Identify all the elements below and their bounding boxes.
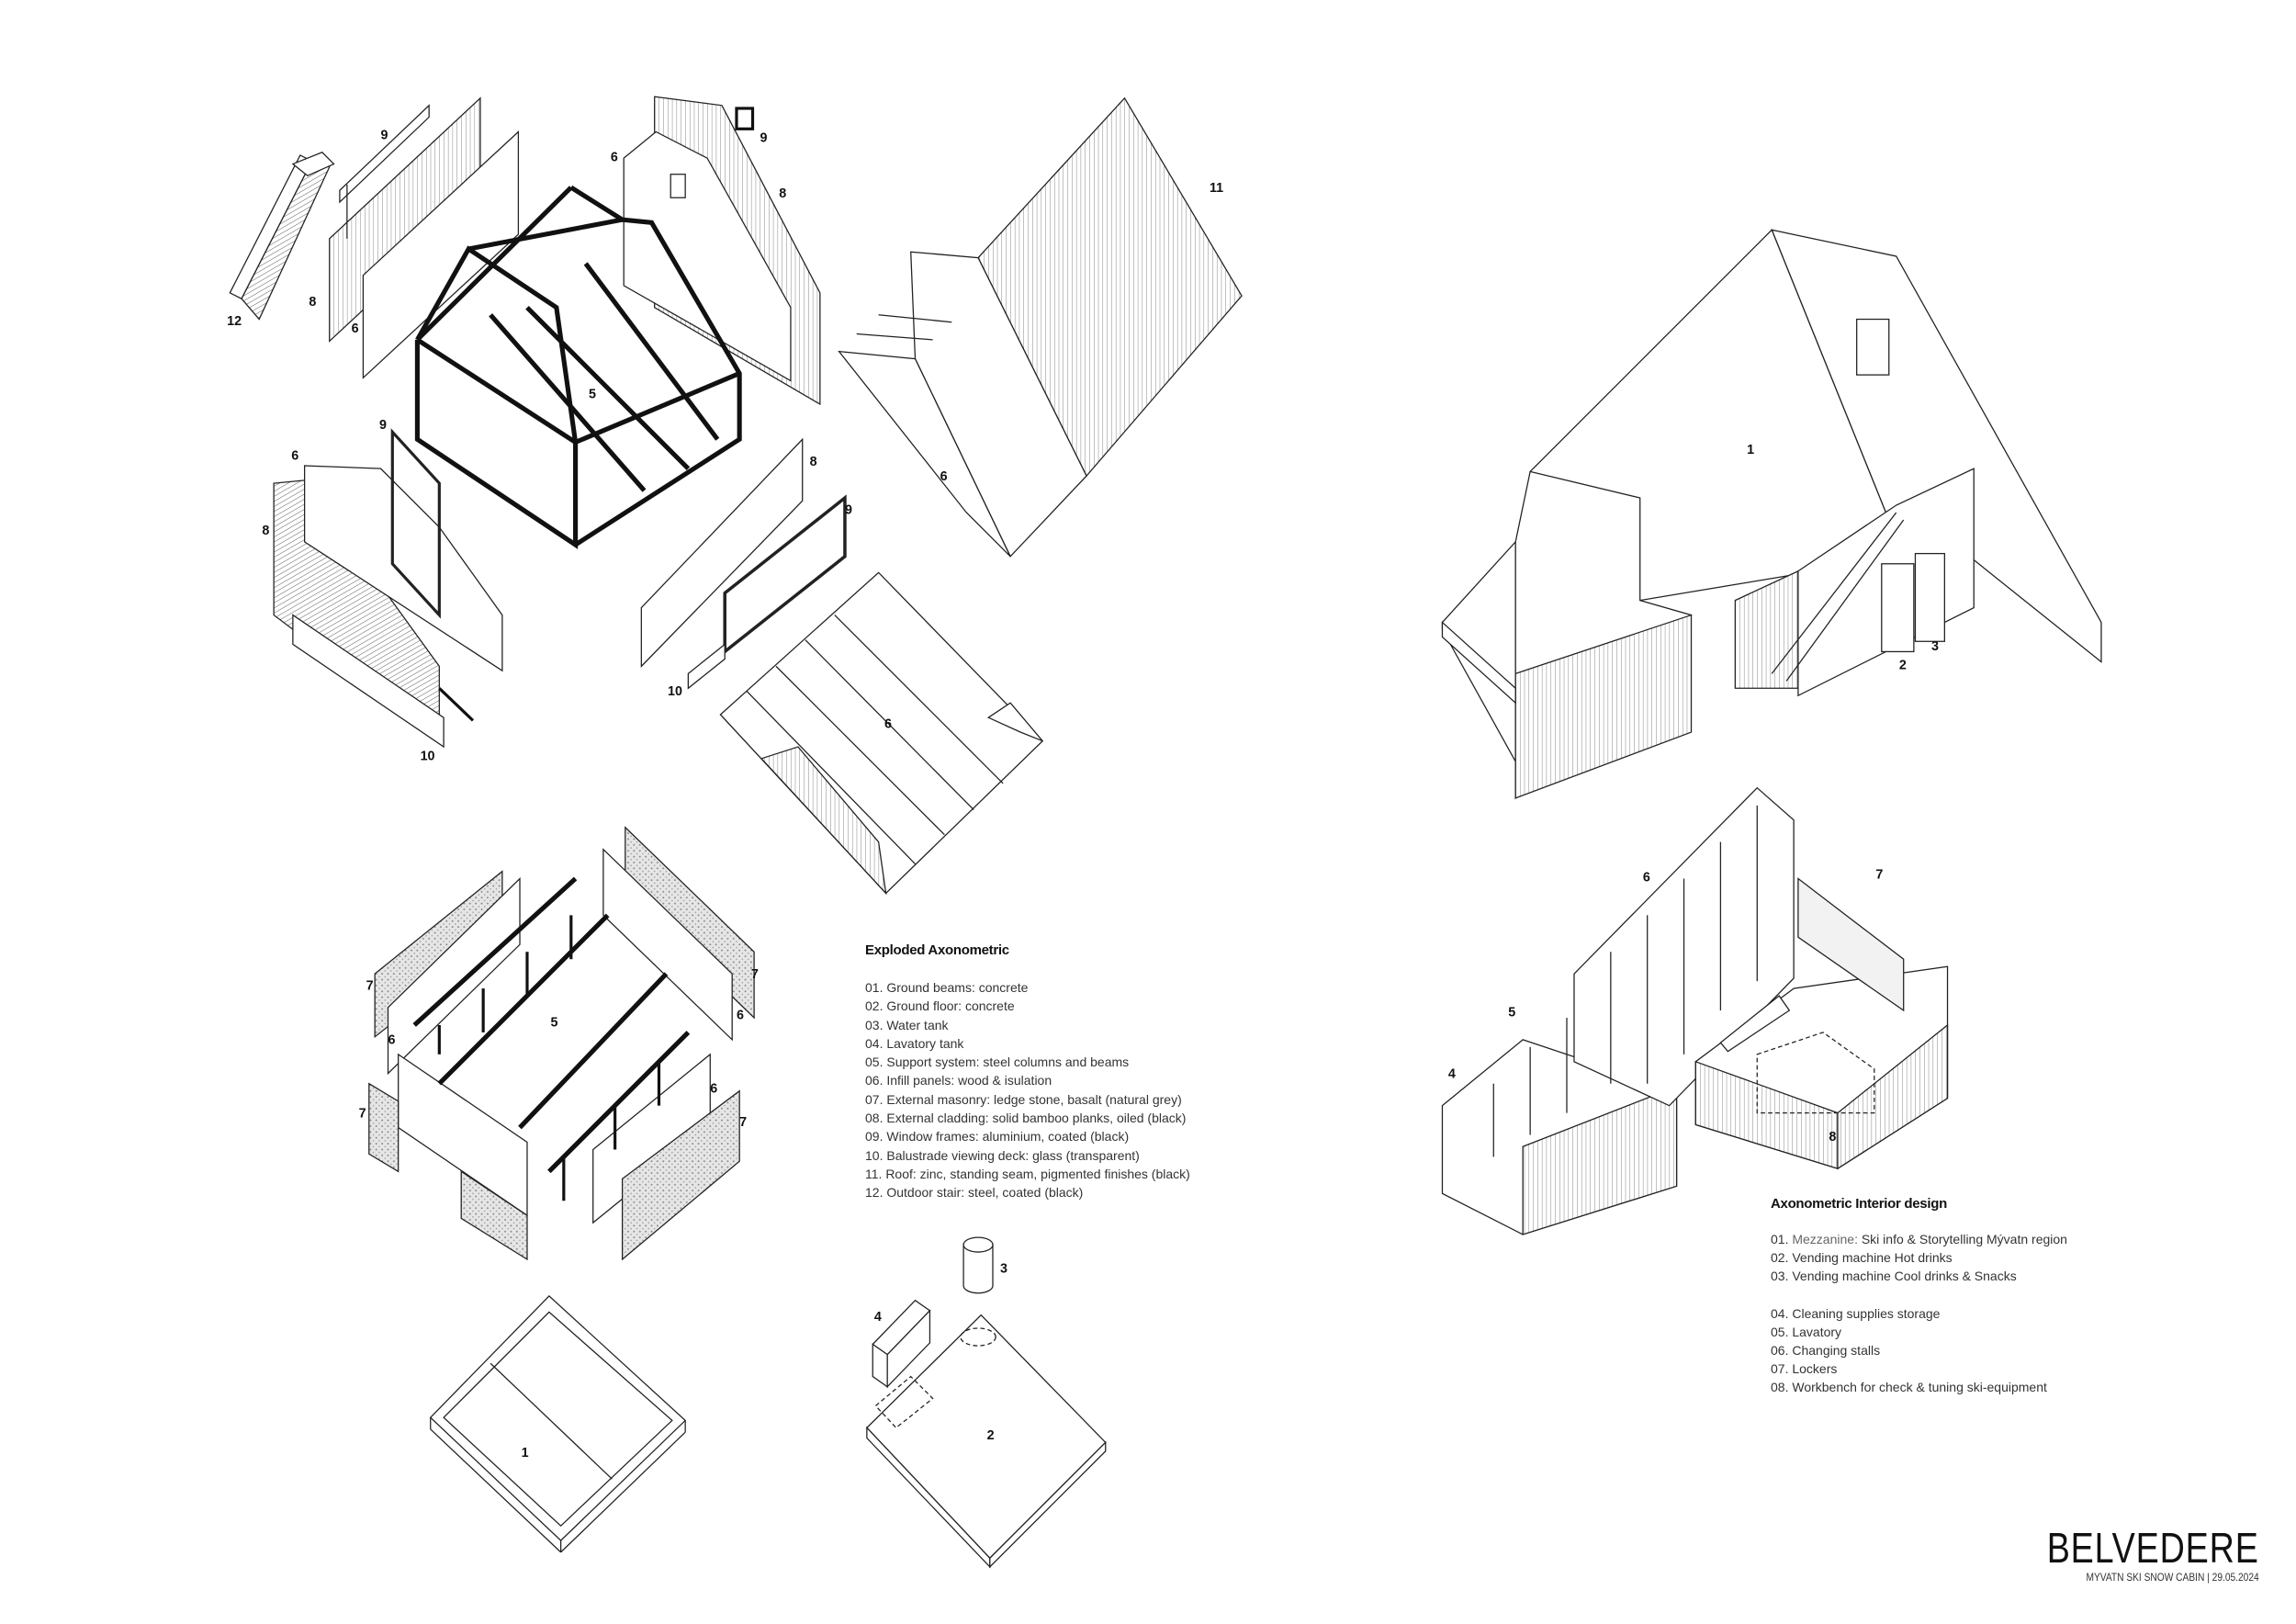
legend-item: 03. Water tank (865, 1017, 949, 1032)
legend-item: 02. Ground floor: concrete (865, 998, 1015, 1014)
callout: 6 (352, 321, 359, 336)
legend-title: Exploded Axonometric (865, 942, 1009, 958)
callout: 6 (1643, 871, 1650, 885)
infill-gable (623, 130, 792, 382)
item-number: 03. (1771, 1269, 1789, 1284)
roof (838, 96, 1243, 558)
legend-item: 04. Cleaning supplies storage (1771, 1305, 1941, 1321)
callout: 11 (1210, 181, 1223, 196)
floor-infill (719, 571, 1044, 896)
legend-item: 01. Mezzanine: Ski info & Storytelling M… (1771, 1230, 2067, 1248)
exploded-upper-assembly (229, 96, 1243, 896)
ground-beams (429, 1295, 687, 1553)
legend-title: Axonometric Interior design (1771, 1196, 1947, 1212)
callout: 6 (884, 716, 892, 731)
exploded-callouts: 9 8 6 12 6 9 8 5 9 6 8 10 8 9 10 11 6 6 … (227, 128, 1223, 1460)
callout: 6 (710, 1081, 717, 1096)
item-label: Ski info & Storytelling Mývatn region (1857, 1232, 2067, 1246)
callout: 8 (810, 455, 817, 469)
callout: 2 (987, 1428, 995, 1443)
callout: 7 (359, 1106, 366, 1121)
callout: 8 (262, 524, 269, 538)
steel-columns (412, 876, 691, 1201)
steel-frame (414, 185, 742, 549)
callout: 1 (522, 1446, 529, 1460)
title-block: BELVEDERE MYVATN SKI SNOW CABIN | 29.05.… (2000, 1527, 2259, 1584)
callout: 8 (1829, 1130, 1836, 1145)
interior-ground-floor (1441, 786, 1949, 1235)
exploded-axonometric-legend: Exploded Axonometric 01. Ground beams: c… (865, 942, 1190, 1202)
callout: 2 (1899, 659, 1907, 673)
callout: 7 (751, 967, 759, 982)
callout: 5 (1508, 1005, 1515, 1020)
legend-item: 07. External masonry: ledge stone, basal… (865, 1091, 1182, 1107)
gable-window (670, 174, 686, 198)
callout: 6 (291, 449, 298, 464)
window-frames-right (723, 494, 847, 656)
legend-item: 07. Lockers (1771, 1361, 1838, 1377)
callout: 10 (668, 684, 682, 699)
callout: 5 (589, 388, 596, 402)
legend-item: 03. Vending machine Cool drinks & Snacks (1771, 1267, 2067, 1285)
legend-item: 08. Workbench for check & tuning ski-equ… (1771, 1380, 2047, 1395)
outdoor-stair (229, 152, 335, 321)
legend-item: 12. Outdoor stair: steel, coated (black) (865, 1185, 1084, 1201)
callout: 1 (1747, 443, 1754, 457)
legend-item: 01. Ground beams: concrete (865, 980, 1029, 995)
callout: 8 (779, 186, 786, 201)
exploded-lower-assembly (368, 826, 1107, 1569)
balustrade-right (687, 643, 726, 690)
callout: 9 (379, 418, 387, 433)
ground-floor-slab (865, 1314, 1107, 1569)
item-number: 02. (1771, 1250, 1789, 1266)
infill-panel-right (640, 437, 804, 668)
callout: 5 (550, 1016, 557, 1031)
callout: 6 (388, 1033, 396, 1048)
item-label: Vending machine Cool drinks & Snacks (1788, 1269, 2017, 1284)
balustrade-glass (292, 614, 445, 749)
infill-gable-front (303, 465, 503, 672)
interior-callouts: 1 2 3 6 7 5 4 8 (1448, 443, 1939, 1145)
callout: 8 (309, 295, 316, 310)
legend-item: 08. External cladding: solid bamboo plan… (865, 1111, 1187, 1126)
lavatory-tank (872, 1299, 931, 1389)
callout: 3 (1000, 1261, 1007, 1276)
callout: 6 (737, 1009, 744, 1023)
callout: 3 (1931, 639, 1939, 654)
interior-design-legend: Axonometric Interior design 01. Mezzanin… (1771, 1196, 2067, 1397)
legend-item: 05. Lavatory (1771, 1324, 1842, 1339)
callout: 9 (381, 128, 388, 142)
callout: 4 (874, 1310, 882, 1325)
item-number: 01. (1771, 1232, 1789, 1246)
legend-item: 06. Changing stalls (1771, 1343, 1881, 1359)
callout: 12 (227, 314, 242, 329)
item-label-grey: Mezzanine: (1792, 1232, 1858, 1246)
interior-mezzanine (1441, 229, 2102, 800)
callout: 9 (845, 503, 852, 518)
legend-item: 09. Window frames: aluminium, coated (bl… (865, 1129, 1130, 1145)
legend-item: 11. Roof: zinc, standing seam, pigmented… (865, 1166, 1190, 1181)
callout: 6 (940, 469, 948, 484)
item-label: Vending machine Hot drinks (1788, 1250, 1953, 1266)
callout: 10 (421, 749, 435, 763)
legend-item: 10. Balustrade viewing deck: glass (tran… (865, 1147, 1140, 1163)
callout: 7 (1875, 868, 1883, 883)
water-tank (962, 1236, 994, 1294)
legend-item: 02. Vending machine Hot drinks (1771, 1248, 2067, 1267)
window-frame-small (735, 107, 755, 130)
legend-item: 06. Infill panels: wood & isulation (865, 1073, 1052, 1088)
callout: 7 (739, 1115, 747, 1130)
legend-item: 04. Lavatory tank (865, 1035, 964, 1051)
callout: 9 (760, 131, 767, 146)
infill-panel (362, 130, 520, 379)
legend-item: 05. Support system: steel columns and be… (865, 1054, 1130, 1070)
project-subtitle: MYVATN SKI SNOW CABIN | 29.05.2024 (2086, 1571, 2259, 1584)
callout: 7 (366, 979, 374, 994)
window-frame-front (390, 428, 441, 619)
callout: 6 (611, 150, 618, 164)
project-title: BELVEDERE (2047, 1524, 2259, 1572)
window-frame (339, 104, 430, 204)
callout: 4 (1448, 1066, 1456, 1081)
